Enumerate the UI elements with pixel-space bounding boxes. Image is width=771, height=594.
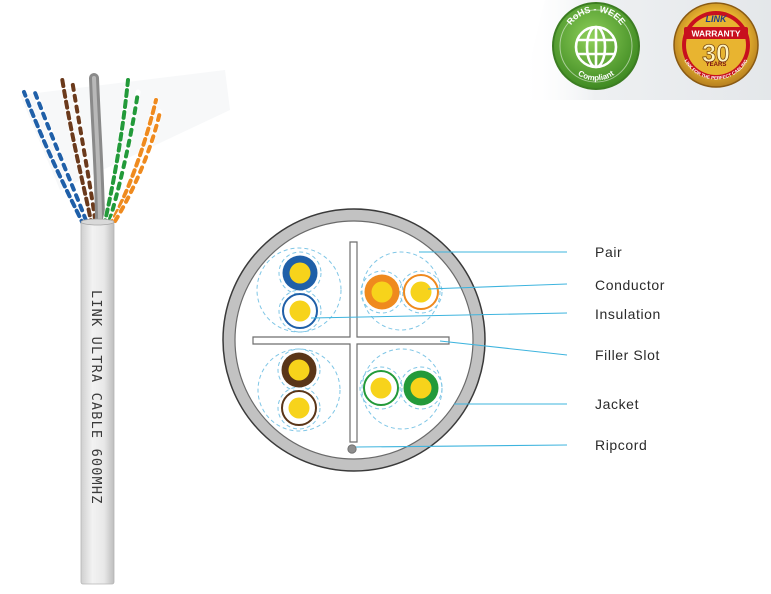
wire-filler [89,73,105,231]
cable-illustration: LINK ULTRA CABLE 600MHZ [20,70,230,585]
warranty-ribbon-text: WARRANTY [691,29,740,39]
leader-insulation [310,312,568,319]
globe-icon [574,25,618,69]
wire-blue-pair [21,87,91,229]
brown-pair [281,352,317,426]
svg-text:Compliant: Compliant [577,69,616,83]
cable-print-text: LINK ULTRA CABLE 600MHZ [88,290,104,505]
cross-section [222,208,486,472]
leader-filler-slot [439,340,568,356]
leader-ripcord [355,444,568,448]
label-jacket: Jacket [595,396,639,412]
rohs-badge: RoHS - WEEE Compliant [552,2,640,90]
callout-labels: Pair Conductor Insulation Filler Slot Ja… [595,244,665,453]
label-pair: Pair [595,244,622,260]
blue-pair [282,255,318,329]
leader-conductor [427,283,568,290]
warranty-badge: LINK WARRANTY 30 YEARS LINK FOR THE PERF… [673,2,759,88]
label-filler-slot: Filler Slot [595,347,660,363]
ripcord [347,444,357,454]
warranty-years-number: 30 [702,40,730,68]
label-ripcord: Ripcord [595,437,647,453]
warranty-brand: LINK [706,14,728,24]
warranty-years-word: YEARS [706,62,727,68]
callout-lines [310,251,568,448]
rohs-bottom-text: Compliant [577,69,616,83]
wire-brown-pair [59,75,99,229]
orange-pair [364,274,439,310]
label-conductor: Conductor [595,277,665,293]
label-insulation: Insulation [595,306,661,322]
wire-orange-pair [107,97,163,229]
wire-green-pair [101,77,141,229]
green-pair [363,370,439,406]
cross-filler [252,241,450,443]
